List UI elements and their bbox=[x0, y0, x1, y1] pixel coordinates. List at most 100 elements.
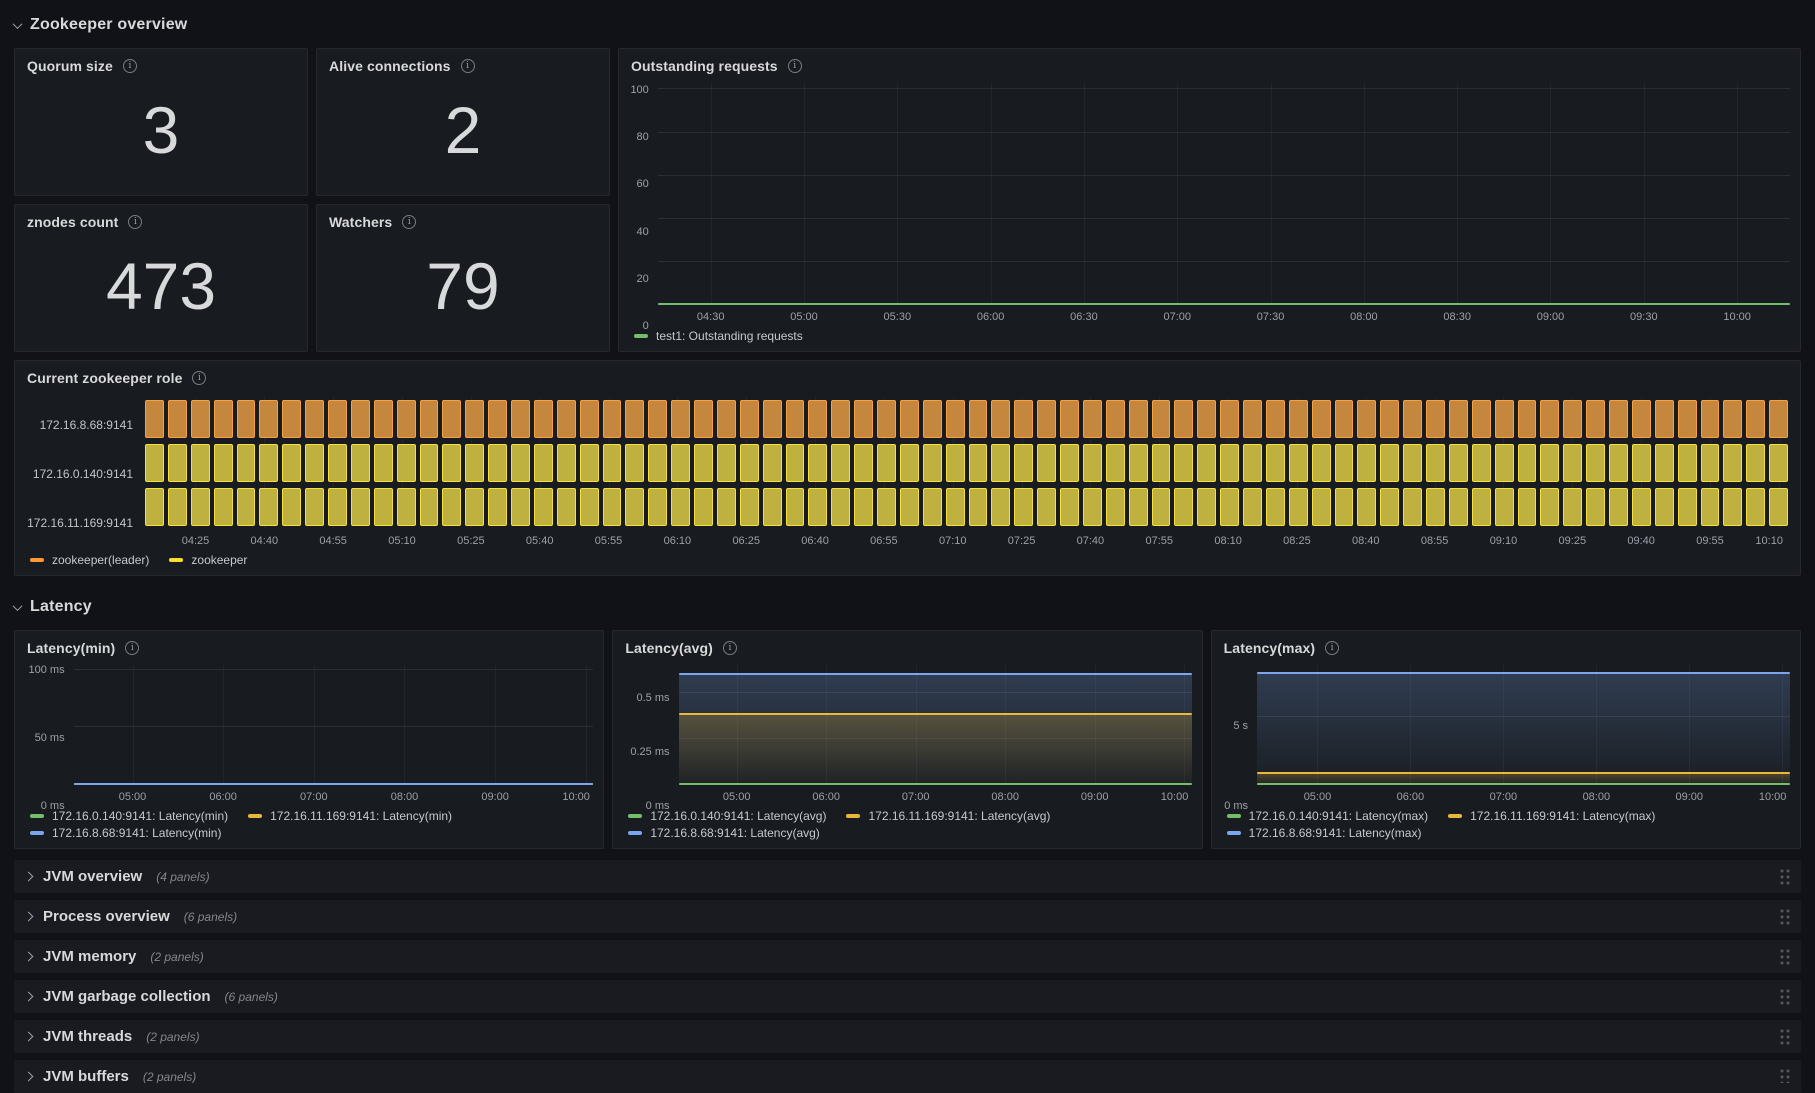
state-segment[interactable] bbox=[831, 400, 850, 438]
row-process-overview[interactable]: Process overview (6 panels) bbox=[14, 900, 1801, 933]
state-segment[interactable] bbox=[1037, 400, 1056, 438]
state-segment[interactable] bbox=[831, 444, 850, 482]
state-segment[interactable] bbox=[191, 444, 210, 482]
state-segment[interactable] bbox=[648, 488, 667, 526]
state-segment[interactable] bbox=[946, 400, 965, 438]
state-segment[interactable] bbox=[1746, 400, 1765, 438]
state-segment[interactable] bbox=[1723, 444, 1742, 482]
state-segment[interactable] bbox=[1449, 444, 1468, 482]
state-segment[interactable] bbox=[1037, 488, 1056, 526]
state-segment[interactable] bbox=[900, 444, 919, 482]
state-segment[interactable] bbox=[717, 444, 736, 482]
state-segment[interactable] bbox=[625, 444, 644, 482]
state-segment[interactable] bbox=[1014, 444, 1033, 482]
state-segment[interactable] bbox=[1152, 488, 1171, 526]
state-segment[interactable] bbox=[1106, 444, 1125, 482]
state-segment[interactable] bbox=[488, 400, 507, 438]
state-segment[interactable] bbox=[1563, 488, 1582, 526]
state-segment[interactable] bbox=[1243, 444, 1262, 482]
state-segment[interactable] bbox=[1335, 400, 1354, 438]
state-segment[interactable] bbox=[1701, 488, 1720, 526]
state-segment[interactable] bbox=[168, 400, 187, 438]
state-segment[interactable] bbox=[603, 488, 622, 526]
state-segment[interactable] bbox=[991, 444, 1010, 482]
state-segment[interactable] bbox=[1266, 488, 1285, 526]
state-segment[interactable] bbox=[1174, 488, 1193, 526]
state-segment[interactable] bbox=[351, 444, 370, 482]
state-segment[interactable] bbox=[580, 400, 599, 438]
state-segment[interactable] bbox=[511, 400, 530, 438]
chart-plot[interactable] bbox=[1257, 665, 1790, 785]
row-jvm-memory[interactable]: JVM memory (2 panels) bbox=[14, 940, 1801, 973]
state-segment[interactable] bbox=[1060, 400, 1079, 438]
state-segment[interactable] bbox=[740, 400, 759, 438]
state-segment[interactable] bbox=[282, 444, 301, 482]
legend-item[interactable]: 172.16.8.68:9141: Latency(min) bbox=[30, 826, 221, 840]
state-segment[interactable] bbox=[923, 400, 942, 438]
state-segment[interactable] bbox=[214, 444, 233, 482]
info-icon[interactable] bbox=[788, 59, 802, 73]
state-segment[interactable] bbox=[763, 488, 782, 526]
state-segment[interactable] bbox=[442, 444, 461, 482]
state-segment[interactable] bbox=[763, 400, 782, 438]
state-segment[interactable] bbox=[717, 488, 736, 526]
legend-item[interactable]: zookeeper bbox=[169, 553, 247, 567]
state-segment[interactable] bbox=[740, 488, 759, 526]
state-segment[interactable] bbox=[1289, 400, 1308, 438]
legend-item[interactable]: 172.16.11.169:9141: Latency(max) bbox=[1448, 809, 1655, 823]
state-segment[interactable] bbox=[808, 488, 827, 526]
state-segment[interactable] bbox=[168, 488, 187, 526]
state-segment[interactable] bbox=[1380, 400, 1399, 438]
legend-item[interactable]: 172.16.8.68:9141: Latency(avg) bbox=[628, 826, 819, 840]
legend-item[interactable]: zookeeper(leader) bbox=[30, 553, 149, 567]
state-segment[interactable] bbox=[1289, 444, 1308, 482]
panel-title-bar[interactable]: znodes count bbox=[15, 205, 307, 233]
state-segment[interactable] bbox=[1129, 444, 1148, 482]
drag-handle-icon[interactable] bbox=[1779, 1028, 1791, 1046]
state-segment[interactable] bbox=[1472, 400, 1491, 438]
state-segment[interactable] bbox=[1678, 400, 1697, 438]
state-segment[interactable] bbox=[1037, 444, 1056, 482]
state-segment[interactable] bbox=[1655, 488, 1674, 526]
state-segment[interactable] bbox=[1152, 444, 1171, 482]
state-segment[interactable] bbox=[488, 488, 507, 526]
state-segment[interactable] bbox=[603, 444, 622, 482]
state-segment[interactable] bbox=[1449, 400, 1468, 438]
state-segment[interactable] bbox=[648, 400, 667, 438]
state-segment[interactable] bbox=[1197, 444, 1216, 482]
section-zookeeper-overview[interactable]: Zookeeper overview bbox=[14, 10, 1801, 40]
state-segment[interactable] bbox=[1518, 488, 1537, 526]
state-segment[interactable] bbox=[557, 400, 576, 438]
info-icon[interactable] bbox=[461, 59, 475, 73]
state-segment[interactable] bbox=[854, 488, 873, 526]
state-segment[interactable] bbox=[1632, 444, 1651, 482]
state-segment[interactable] bbox=[831, 488, 850, 526]
state-segment[interactable] bbox=[1106, 400, 1125, 438]
state-segment[interactable] bbox=[1769, 488, 1788, 526]
state-segment[interactable] bbox=[1586, 488, 1605, 526]
state-segment[interactable] bbox=[1357, 400, 1376, 438]
state-segment[interactable] bbox=[1609, 444, 1628, 482]
state-segment[interactable] bbox=[1060, 488, 1079, 526]
state-segment[interactable] bbox=[1586, 444, 1605, 482]
panel-title-bar[interactable]: Quorum size bbox=[15, 49, 307, 77]
state-segment[interactable] bbox=[557, 488, 576, 526]
state-segment[interactable] bbox=[534, 444, 553, 482]
state-segment[interactable] bbox=[465, 444, 484, 482]
state-segment[interactable] bbox=[511, 444, 530, 482]
state-segment[interactable] bbox=[214, 488, 233, 526]
panel-title[interactable]: Outstanding requests bbox=[631, 58, 778, 74]
state-segment[interactable] bbox=[969, 400, 988, 438]
state-segment[interactable] bbox=[1449, 488, 1468, 526]
state-segment[interactable] bbox=[1220, 444, 1239, 482]
state-segment[interactable] bbox=[1083, 400, 1102, 438]
state-segment[interactable] bbox=[1220, 488, 1239, 526]
state-segment[interactable] bbox=[442, 488, 461, 526]
state-segment[interactable] bbox=[145, 400, 164, 438]
state-segment[interactable] bbox=[1312, 444, 1331, 482]
state-segment[interactable] bbox=[1174, 444, 1193, 482]
info-icon[interactable] bbox=[125, 641, 139, 655]
state-segment[interactable] bbox=[1655, 400, 1674, 438]
state-segment[interactable] bbox=[603, 400, 622, 438]
panel-title[interactable]: znodes count bbox=[27, 214, 118, 230]
